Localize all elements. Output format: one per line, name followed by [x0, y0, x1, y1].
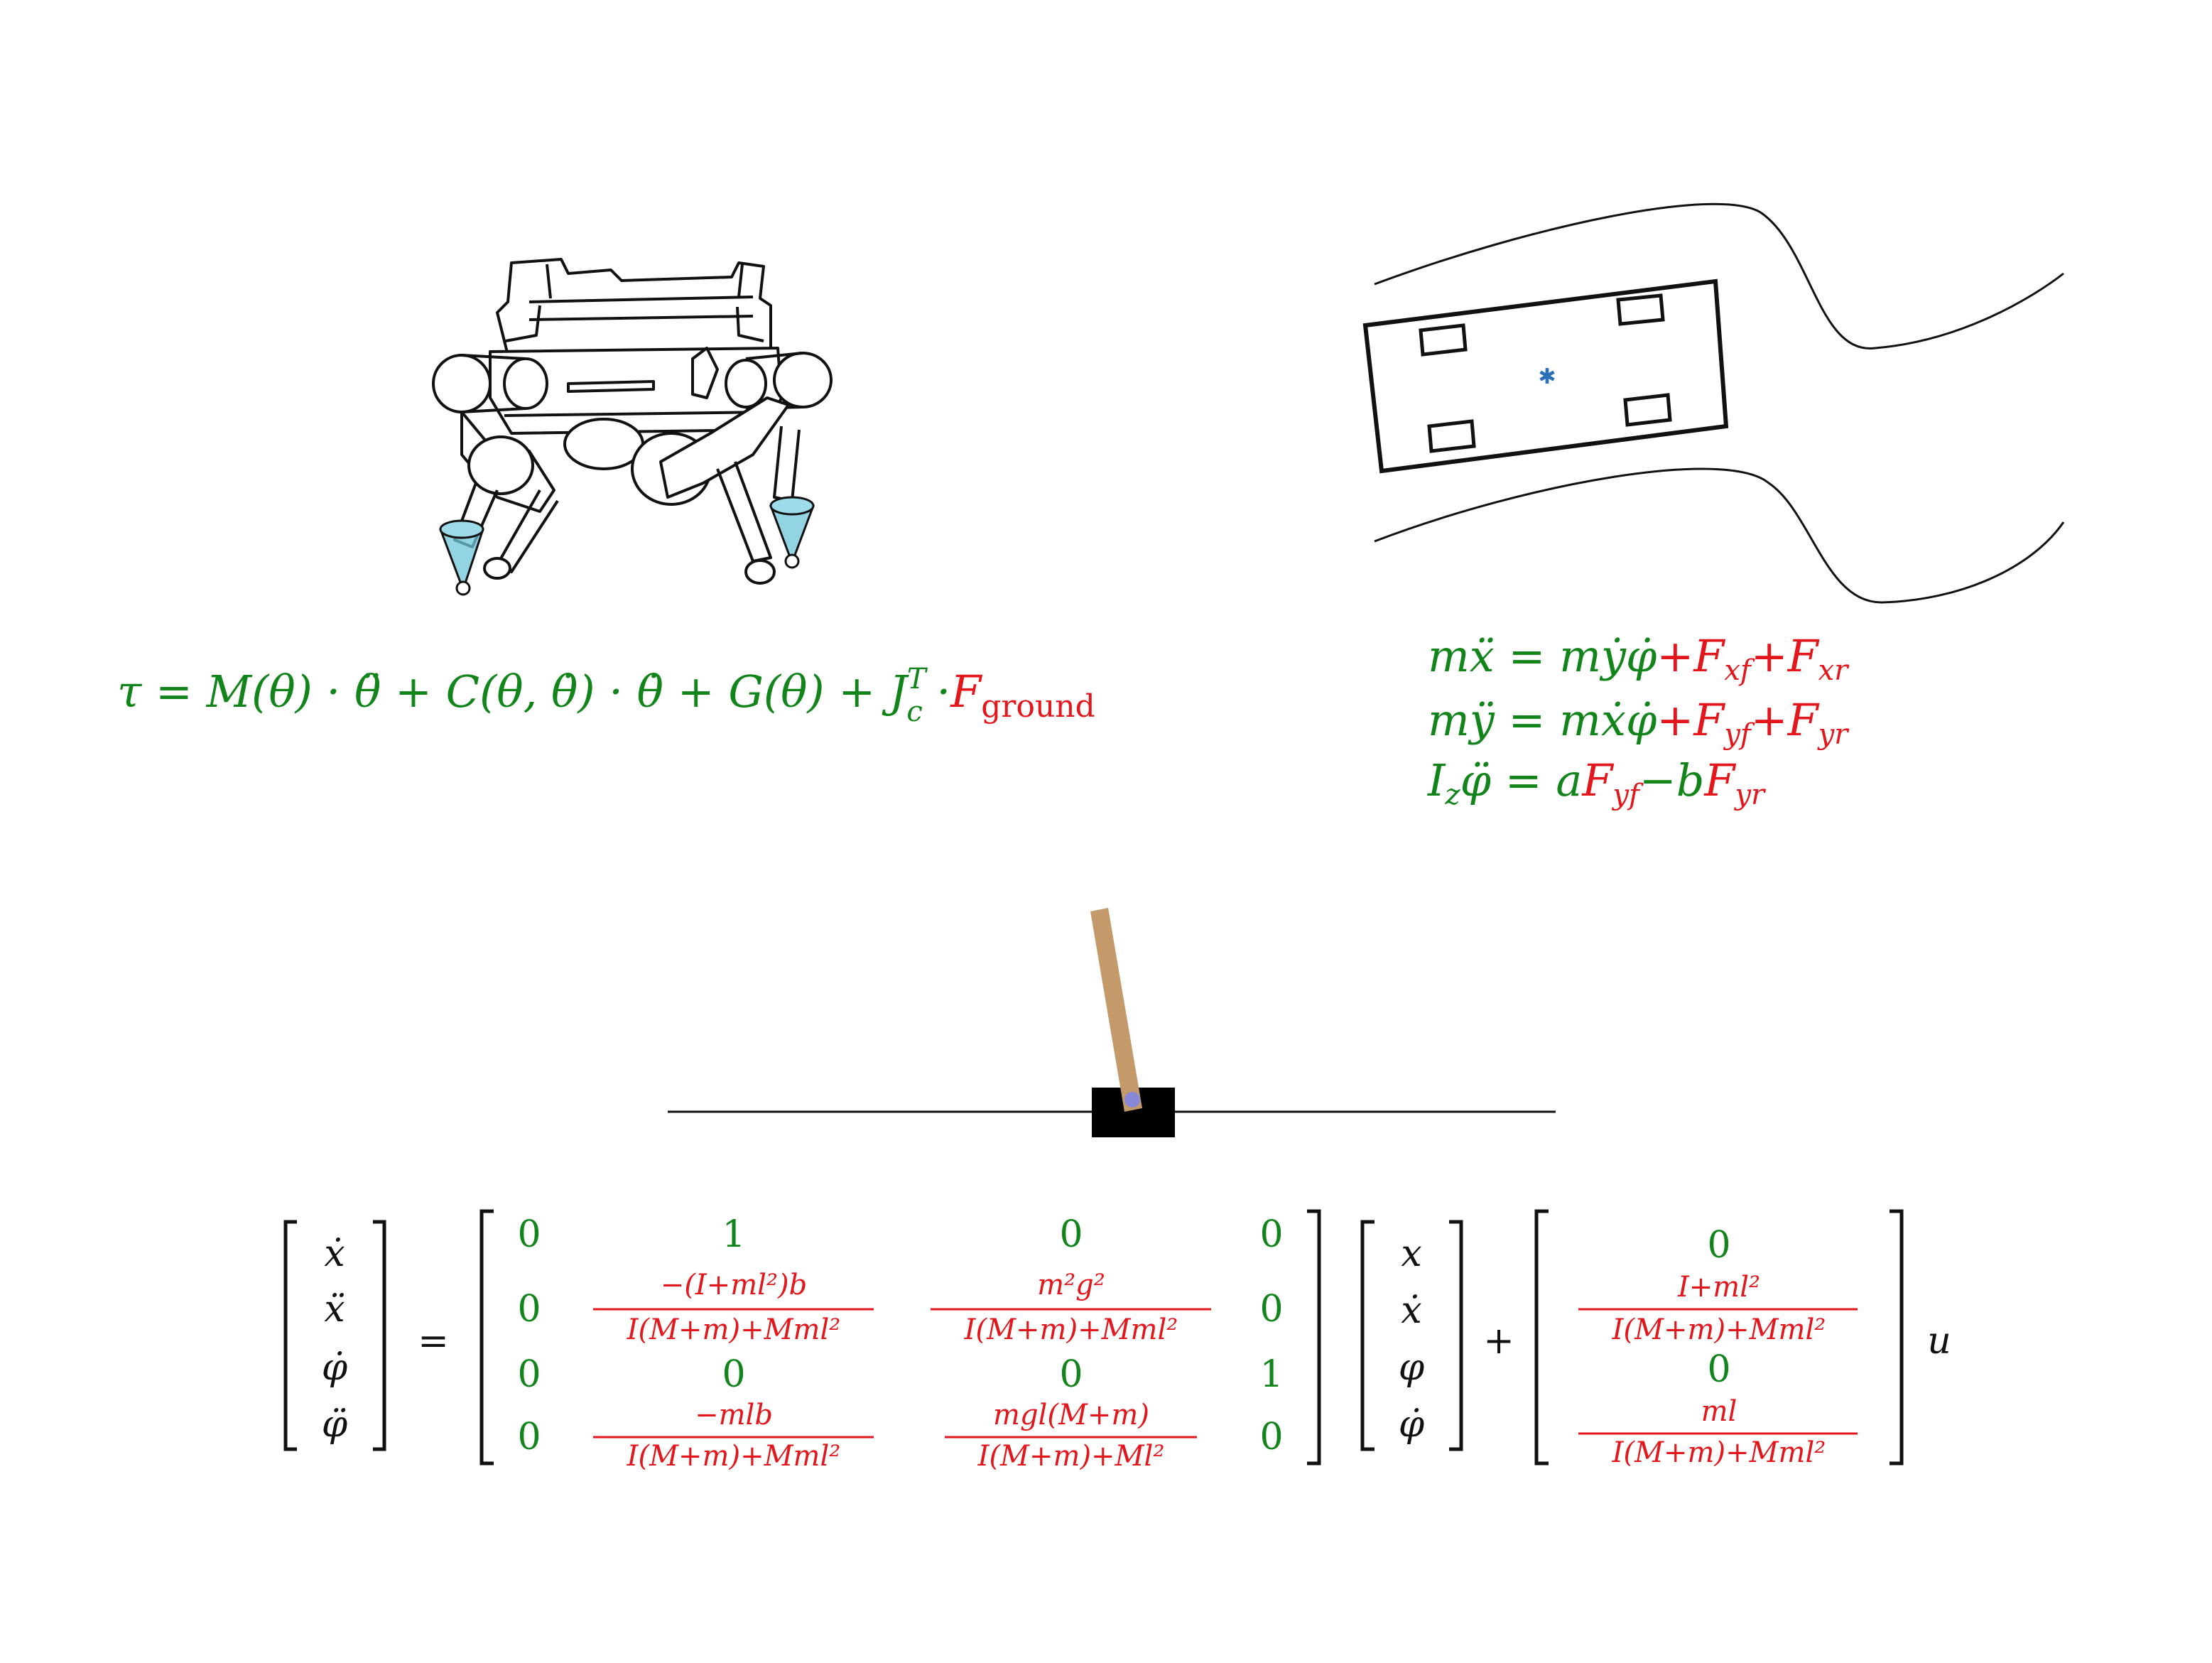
- state-2: ẋ: [1401, 1289, 1421, 1332]
- B-3: 0: [1707, 1348, 1730, 1391]
- vehicle-eq1-known: mẍ = mẏφ̇: [1428, 630, 1657, 682]
- vehicle-eq2-force-rear: +F: [1751, 694, 1820, 746]
- vehicle-eq3-inertia: I: [1427, 754, 1446, 806]
- A-r4c4: 0: [1259, 1416, 1283, 1458]
- B-4-denominator: I(M+m)+Mml²: [1612, 1436, 1826, 1469]
- vehicle-eq3-force-rear: F: [1703, 754, 1736, 806]
- vehicle-eq3-mid: −b: [1639, 754, 1705, 806]
- B-4-numerator: ml: [1701, 1395, 1737, 1428]
- vehicle-equation-x: mẍ = mẏφ̇+Fxf+Fxr: [1428, 630, 1850, 687]
- A-r4c1: 0: [517, 1416, 541, 1458]
- vehicle-eq3-force-front: F: [1581, 754, 1614, 806]
- A-r1c2: 1: [722, 1213, 745, 1256]
- vehicle-body: [1362, 278, 1729, 474]
- vehicle-eq3-sub-rear: yr: [1733, 779, 1767, 811]
- equals-sign: =: [418, 1320, 449, 1363]
- vehicle-center-marker-icon: ✱: [1538, 364, 1556, 389]
- road-lower-boundary: [1374, 467, 2065, 604]
- vehicle-eq3-inertia-sub: z: [1445, 779, 1461, 811]
- state-3: φ: [1399, 1346, 1425, 1389]
- A-r1c1: 0: [517, 1213, 541, 1256]
- A-r2c3-denominator: I(M+m)+Mml²: [964, 1313, 1178, 1346]
- ground-force-subscript: ground: [981, 688, 1095, 725]
- state-derivative-4: φ̈: [322, 1403, 348, 1446]
- A-r4c2-numerator: −mlb: [695, 1399, 773, 1431]
- A-r4c3-denominator: I(M+m)+Ml²: [977, 1440, 1165, 1473]
- state-derivative-1: ẋ: [324, 1233, 345, 1275]
- A-r3c3: 0: [1059, 1353, 1083, 1396]
- vehicle-eq1-sub-front: xf: [1724, 654, 1755, 687]
- vehicle-equation-y: mÿ = mẋφ̇+Fyf+Fyr: [1428, 694, 1850, 751]
- ground-force-symbol: F: [950, 666, 982, 717]
- state-4: φ̇: [1399, 1403, 1425, 1446]
- state-derivative-vector: ẋ ẍ φ̇ φ̈: [283, 1220, 386, 1451]
- state-derivative-2: ẍ: [324, 1288, 345, 1331]
- quadruped-equation-known-terms: τ = M(θ) · θ̈ + C(θ, θ̇) · θ̇ + G(θ) +: [117, 666, 889, 717]
- A-r1c3: 0: [1059, 1213, 1083, 1256]
- vehicle-eq1-force-front: +F: [1657, 630, 1725, 682]
- vehicle-eq1-sub-rear: xr: [1818, 654, 1850, 687]
- vehicle-eq3-sub-front: yf: [1611, 779, 1644, 811]
- pole: [1090, 908, 1142, 1112]
- A-r4c3-numerator: mgl(M+m): [993, 1399, 1149, 1431]
- road-upper-boundary: [1374, 202, 2064, 350]
- vehicle-eq2-known: mÿ = mẋφ̇: [1428, 694, 1657, 746]
- quadruped-robot-illustration: [432, 258, 833, 585]
- friction-cone-left: [439, 519, 484, 596]
- wheel-rear-right: [1623, 393, 1672, 427]
- vehicle-eq2-force-front: +F: [1657, 694, 1725, 746]
- A-r1c4: 0: [1259, 1213, 1283, 1256]
- wheel-front-left: [1419, 323, 1468, 357]
- A-r2c1: 0: [517, 1288, 541, 1331]
- A-r3c2: 0: [722, 1353, 745, 1396]
- A-r2c4: 0: [1259, 1288, 1283, 1331]
- friction-cone-right: [769, 496, 815, 569]
- wheel-rear-left: [1427, 419, 1476, 453]
- state-vector: x ẋ φ φ̇: [1360, 1220, 1463, 1451]
- vehicle-eq2-sub-rear: yr: [1817, 718, 1850, 751]
- A-r3c4: 1: [1259, 1353, 1283, 1396]
- vehicle-eq3-known: φ̈ = a: [1460, 754, 1583, 806]
- cartpole-illustration: [668, 908, 1556, 1137]
- control-input: u: [1927, 1320, 1951, 1363]
- jacobian-contact-subscript: c: [906, 695, 922, 728]
- system-matrix-A: 0 1 0 0 0 −(I+ml²)b I(M+m)+Mml² m²g² I(M…: [479, 1209, 1321, 1473]
- vehicle-road-illustration: [1374, 202, 2065, 604]
- plus-sign: +: [1483, 1320, 1514, 1363]
- vehicle-eq1-force-rear: +F: [1751, 630, 1820, 682]
- wheel-front-right: [1616, 293, 1665, 326]
- B-2-numerator: I+ml²: [1677, 1271, 1760, 1304]
- A-r2c3-numerator: m²g²: [1037, 1269, 1105, 1301]
- state-1: x: [1401, 1233, 1421, 1275]
- pole-axle: [1124, 1092, 1140, 1107]
- quadruped-dynamics-equation: τ = M(θ) · θ̈ + C(θ, θ̇) · θ̇ + G(θ) + J…: [117, 663, 1095, 728]
- A-r2c2-denominator: I(M+m)+Mml²: [627, 1313, 841, 1346]
- A-r4c2-denominator: I(M+m)+Mml²: [627, 1440, 841, 1473]
- A-r2c2-numerator: −(I+ml²)b: [661, 1269, 807, 1301]
- A-r3c1: 0: [517, 1353, 541, 1396]
- B-1: 0: [1707, 1224, 1730, 1267]
- B-2-denominator: I(M+m)+Mml²: [1612, 1313, 1826, 1346]
- vehicle-equation-yaw: Izφ̈ = aFyf−bFyr: [1427, 754, 1767, 811]
- input-matrix-B: 0 I+ml² I(M+m)+Mml² 0 ml I(M+m)+Mml²: [1534, 1209, 1904, 1469]
- jacobian-dot-operator: ·: [923, 666, 950, 717]
- state-derivative-3: φ̇: [322, 1346, 348, 1389]
- vehicle-eq2-sub-front: yf: [1723, 718, 1755, 751]
